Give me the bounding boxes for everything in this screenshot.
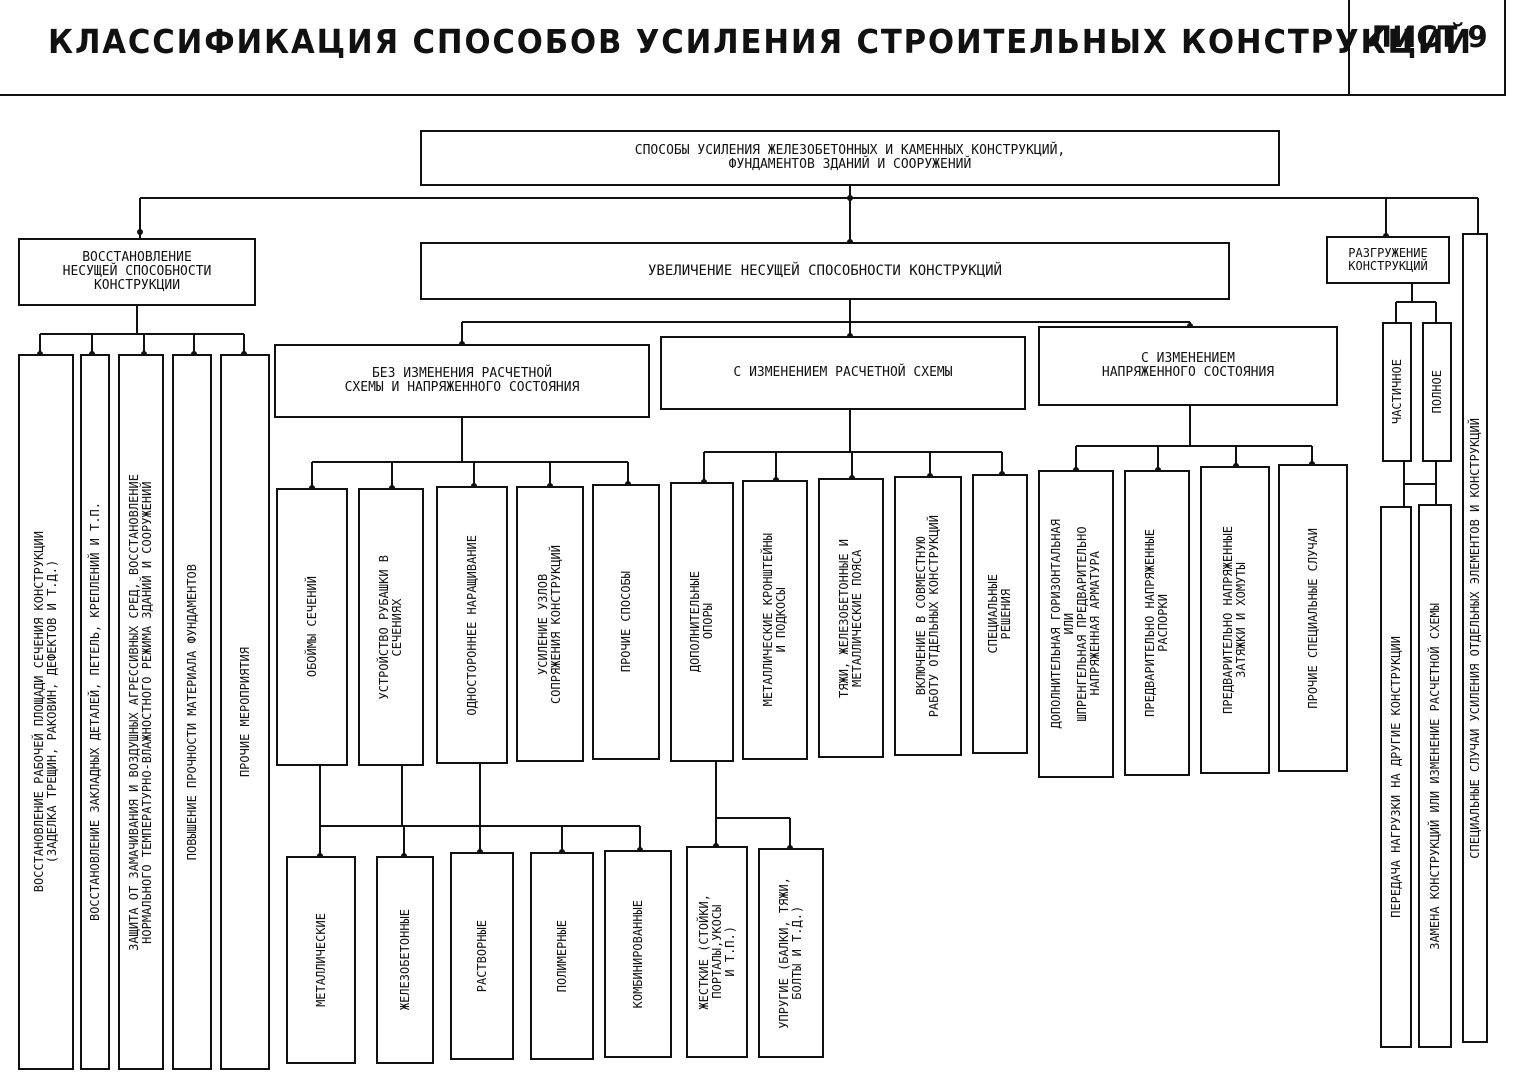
group-b-subitem-2: УПРУГИЕ (БАЛКИ, ТЯЖИ, БОЛТЫ И Т.Д.) <box>758 848 824 1058</box>
group-c-item-2-label: ПРЕДВАРИТЕЛЬНО НАПРЯЖЕННЫЕ РАСПОРКИ <box>1143 529 1170 717</box>
group-a-item-3: ОДНОСТОРОННЕЕ НАРАЩИВАНИЕ <box>436 486 508 764</box>
group-b-item-2-label: МЕТАЛЛИЧЕСКИЕ КРОНШТЕЙНЫ И ПОДКОСЫ <box>761 533 788 707</box>
group-b-item-4-label: ВКЛЮЧЕНИЕ В СОВМЕСТНУЮ РАБОТУ ОТДЕЛЬНЫХ … <box>914 514 941 718</box>
group-b-item-3-label: ТЯЖИ, ЖЕЛЕЗОБЕТОННЫЕ И МЕТАЛЛИЧЕСКИЕ ПОЯ… <box>837 538 864 698</box>
group-no-change-box: БЕЗ ИЗМЕНЕНИЯ РАСЧЕТНОЙ СХЕМЫ И НАПРЯЖЕН… <box>274 344 650 418</box>
group-scheme-change-label: С ИЗМЕНЕНИЕМ РАСЧЕТНОЙ СХЕМЫ <box>733 365 953 380</box>
group-a-item-4-label: УСИЛЕНИЕ УЗЛОВ СОПРЯЖЕНИЯ КОНСТРУКЦИЙ <box>536 544 563 704</box>
group-no-change-label: БЕЗ ИЗМЕНЕНИЯ РАСЧЕТНОЙ СХЕМЫ И НАПРЯЖЕН… <box>344 366 580 395</box>
group-a-subitem-1-label: МЕТАЛЛИЧЕСКИЕ <box>313 913 328 1007</box>
restore-item-5-label: ПРОЧИЕ МЕРОПРИЯТИЯ <box>237 646 252 778</box>
sheet-title: КЛАССИФИКАЦИЯ СПОСОБОВ УСИЛЕНИЯ СТРОИТЕЛ… <box>48 22 1473 61</box>
unload-type-full-label: ПОЛНОЕ <box>1429 370 1444 414</box>
group-c-item-1-label: ДОПОЛНИТЕЛЬНАЯ ГОРИЗОНТАЛЬНАЯ ИЛИ ШПРЕНГ… <box>1049 519 1102 729</box>
special-cases-box: СПЕЦИАЛЬНЫЕ СЛУЧАИ УСИЛЕНИЯ ОТДЕЛЬНЫХ ЭЛ… <box>1462 233 1488 1043</box>
group-a-item-3-label: ОДНОСТОРОННЕЕ НАРАЩИВАНИЕ <box>464 534 479 716</box>
unload-item-2-label: ЗАМЕНА КОНСТРУКЦИЙ ИЛИ ИЗМЕНЕНИЕ РАСЧЕТН… <box>1427 602 1442 950</box>
group-a-subitem-3-label: РАСТВОРНЫЕ <box>474 919 489 993</box>
unload-item-2: ЗАМЕНА КОНСТРУКЦИЙ ИЛИ ИЗМЕНЕНИЕ РАСЧЕТН… <box>1418 504 1452 1048</box>
restore-item-3: ЗАЩИТА ОТ ЗАМАЧИВАНИЯ И ВОЗДУШНЫХ АГРЕСС… <box>118 354 164 1070</box>
group-a-item-1: ОБОЙМЫ СЕЧЕНИЙ <box>276 488 348 766</box>
root-box: СПОСОБЫ УСИЛЕНИЯ ЖЕЛЕЗОБЕТОННЫХ И КАМЕНН… <box>420 130 1280 186</box>
restore-item-2: ВОССТАНОВЛЕНИЕ ЗАКЛАДНЫХ ДЕТАЛЕЙ, ПЕТЕЛЬ… <box>80 354 110 1070</box>
group-b-subitem-1-label: ЖЕСТКИЕ (СТОЙКИ, ПОРТАЛЫ,УКОСЫ И Т.П.) <box>696 894 737 1010</box>
root-label: СПОСОБЫ УСИЛЕНИЯ ЖЕЛЕЗОБЕТОННЫХ И КАМЕНН… <box>634 143 1066 172</box>
restore-item-3-label: ЗАЩИТА ОТ ЗАМАЧИВАНИЯ И ВОЗДУШНЫХ АГРЕСС… <box>127 473 154 951</box>
restore-item-4-label: ПОВЫШЕНИЕ ПРОЧНОСТИ МАТЕРИАЛА ФУНДАМЕНТО… <box>184 563 199 861</box>
special-cases-label: СПЕЦИАЛЬНЫЕ СЛУЧАИ УСИЛЕНИЯ ОТДЕЛЬНЫХ ЭЛ… <box>1467 417 1482 859</box>
group-a-item-1-label: ОБОЙМЫ СЕЧЕНИЙ <box>304 576 319 678</box>
restore-box: ВОССТАНОВЛЕНИЕ НЕСУЩЕЙ СПОСОБНОСТИ КОНСТ… <box>18 238 256 306</box>
group-c-item-3-label: ПРЕДВАРИТЕЛЬНО НАПРЯЖЕННЫЕ ЗАТЯЖКИ И ХОМ… <box>1221 526 1248 714</box>
group-c-item-4-label: ПРОЧИЕ СПЕЦИАЛЬНЫЕ СЛУЧАИ <box>1305 527 1320 709</box>
group-a-item-2: УСТРОЙСТВО РУБАШКИ В СЕЧЕНИЯХ <box>358 488 424 766</box>
group-b-subitem-1: ЖЕСТКИЕ (СТОЙКИ, ПОРТАЛЫ,УКОСЫ И Т.П.) <box>686 846 748 1058</box>
sheet-number: ЛИСТ 9 <box>1368 20 1488 54</box>
group-a-subitem-2: ЖЕЛЕЗОБЕТОННЫЕ <box>376 856 434 1064</box>
sheet-number-box: ЛИСТ 9 <box>1348 0 1506 96</box>
increase-label: УВЕЛИЧЕНИЕ НЕСУЩЕЙ СПОСОБНОСТИ КОНСТРУКЦ… <box>647 263 1002 279</box>
group-b-item-4: ВКЛЮЧЕНИЕ В СОВМЕСТНУЮ РАБОТУ ОТДЕЛЬНЫХ … <box>894 476 962 756</box>
restore-item-4: ПОВЫШЕНИЕ ПРОЧНОСТИ МАТЕРИАЛА ФУНДАМЕНТО… <box>172 354 212 1070</box>
unload-item-1: ПЕРЕДАЧА НАГРУЗКИ НА ДРУГИЕ КОНСТРУКЦИИ <box>1380 506 1412 1048</box>
group-a-item-5: ПРОЧИЕ СПОСОБЫ <box>592 484 660 760</box>
group-b-subitem-2-label: УПРУГИЕ (БАЛКИ, ТЯЖИ, БОЛТЫ И Т.Д.) <box>777 877 804 1029</box>
group-b-item-5-label: СПЕЦИАЛЬНЫЕ РЕШЕНИЯ <box>986 574 1013 654</box>
group-scheme-change-box: С ИЗМЕНЕНИЕМ РАСЧЕТНОЙ СХЕМЫ <box>660 336 1026 410</box>
group-a-subitem-5-label: КОМБИНИРОВАННЫЕ <box>630 899 645 1009</box>
group-b-item-1: ДОПОЛНИТЕЛЬНЫЕ ОПОРЫ <box>670 482 734 762</box>
group-c-item-2: ПРЕДВАРИТЕЛЬНО НАПРЯЖЕННЫЕ РАСПОРКИ <box>1124 470 1190 776</box>
group-stress-change-label: С ИЗМЕНЕНИЕМ НАПРЯЖЕННОГО СОСТОЯНИЯ <box>1101 351 1275 380</box>
unload-type-full: ПОЛНОЕ <box>1422 322 1452 462</box>
group-a-subitem-4-label: ПОЛИМЕРНЫЕ <box>554 919 569 993</box>
unload-type-partial: ЧАСТИЧНОЕ <box>1382 322 1412 462</box>
group-b-item-2: МЕТАЛЛИЧЕСКИЕ КРОНШТЕЙНЫ И ПОДКОСЫ <box>742 480 808 760</box>
group-c-item-3: ПРЕДВАРИТЕЛЬНО НАПРЯЖЕННЫЕ ЗАТЯЖКИ И ХОМ… <box>1200 466 1270 774</box>
group-a-subitem-3: РАСТВОРНЫЕ <box>450 852 514 1060</box>
group-c-item-4: ПРОЧИЕ СПЕЦИАЛЬНЫЕ СЛУЧАИ <box>1278 464 1348 772</box>
group-c-item-1: ДОПОЛНИТЕЛЬНАЯ ГОРИЗОНТАЛЬНАЯ ИЛИ ШПРЕНГ… <box>1038 470 1114 778</box>
restore-item-5: ПРОЧИЕ МЕРОПРИЯТИЯ <box>220 354 270 1070</box>
group-a-subitem-2-label: ЖЕЛЕЗОБЕТОННЫЕ <box>397 909 412 1011</box>
unload-box: РАЗГРУЖЕНИЕ КОНСТРУКЦИЙ <box>1326 236 1450 284</box>
increase-box: УВЕЛИЧЕНИЕ НЕСУЩЕЙ СПОСОБНОСТИ КОНСТРУКЦ… <box>420 242 1230 300</box>
group-b-item-3: ТЯЖИ, ЖЕЛЕЗОБЕТОННЫЕ И МЕТАЛЛИЧЕСКИЕ ПОЯ… <box>818 478 884 758</box>
group-a-subitem-4: ПОЛИМЕРНЫЕ <box>530 852 594 1060</box>
group-a-item-5-label: ПРОЧИЕ СПОСОБЫ <box>618 571 633 673</box>
group-a-subitem-1: МЕТАЛЛИЧЕСКИЕ <box>286 856 356 1064</box>
restore-item-1: ВОССТАНОВЛЕНИЕ РАБОЧЕЙ ПЛОЩАДИ СЕЧЕНИЯ К… <box>18 354 74 1070</box>
title-bar: КЛАССИФИКАЦИЯ СПОСОБОВ УСИЛЕНИЯ СТРОИТЕЛ… <box>0 0 1506 96</box>
unload-label: РАЗГРУЖЕНИЕ КОНСТРУКЦИЙ <box>1348 246 1428 273</box>
restore-item-1-label: ВОССТАНОВЛЕНИЕ РАБОЧЕЙ ПЛОЩАДИ СЕЧЕНИЯ К… <box>32 531 59 893</box>
unload-item-1-label: ПЕРЕДАЧА НАГРУЗКИ НА ДРУГИЕ КОНСТРУКЦИИ <box>1388 636 1403 918</box>
restore-label: ВОССТАНОВЛЕНИЕ НЕСУЩЕЙ СПОСОБНОСТИ КОНСТ… <box>62 250 212 293</box>
group-b-item-5: СПЕЦИАЛЬНЫЕ РЕШЕНИЯ <box>972 474 1028 754</box>
unload-type-partial-label: ЧАСТИЧНОЕ <box>1389 359 1404 425</box>
restore-item-2-label: ВОССТАНОВЛЕНИЕ ЗАКЛАДНЫХ ДЕТАЛЕЙ, ПЕТЕЛЬ… <box>87 502 102 922</box>
group-a-subitem-5: КОМБИНИРОВАННЫЕ <box>604 850 672 1058</box>
group-a-item-2-label: УСТРОЙСТВО РУБАШКИ В СЕЧЕНИЯХ <box>377 554 404 700</box>
group-a-item-4: УСИЛЕНИЕ УЗЛОВ СОПРЯЖЕНИЯ КОНСТРУКЦИЙ <box>516 486 584 762</box>
group-stress-change-box: С ИЗМЕНЕНИЕМ НАПРЯЖЕННОГО СОСТОЯНИЯ <box>1038 326 1338 406</box>
group-b-item-1-label: ДОПОЛНИТЕЛЬНЫЕ ОПОРЫ <box>688 571 715 673</box>
